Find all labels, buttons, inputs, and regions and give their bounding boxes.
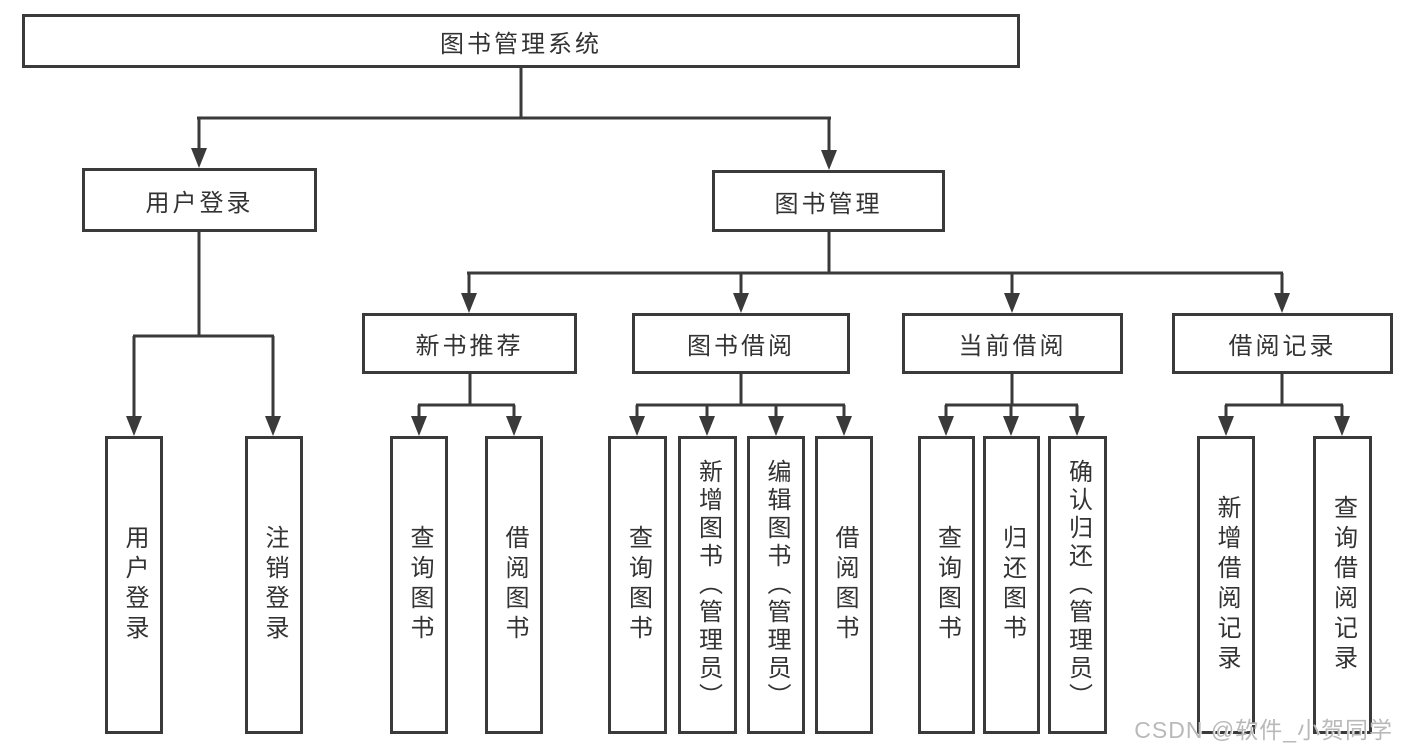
node-new-book-recommend-label: 新书推荐 <box>415 333 524 360</box>
csdn-watermark: CSDN @软件_小贺同学 <box>1134 717 1393 743</box>
node-current-borrowing: 当前借阅 <box>902 313 1123 374</box>
node-borrowing-records-label: 借阅记录 <box>1228 333 1337 360</box>
leaf-user-login: 用户登录 <box>105 436 163 734</box>
leaf-borrowing-borrow-books-label: 借阅图书 <box>831 525 858 645</box>
node-user-login-label: 用户登录 <box>145 189 254 217</box>
node-book-management-module: 图书管理 <box>712 170 945 232</box>
leaf-borrowing-add-books-admin: 新增图书（管理员） <box>678 436 737 734</box>
leaf-records-query-record: 查询借阅记录 <box>1313 436 1372 734</box>
node-book-borrowing-label: 图书借阅 <box>687 333 795 360</box>
leaf-current-query-books-label: 查询图书 <box>933 525 961 645</box>
leaf-recommend-borrow-books: 借阅图书 <box>485 436 543 734</box>
node-book-management-label: 图书管理 <box>774 190 883 218</box>
leaf-borrowing-edit-books-admin: 编辑图书（管理员） <box>747 436 805 734</box>
node-book-borrowing: 图书借阅 <box>632 313 850 374</box>
leaf-logout: 注销登录 <box>245 436 303 734</box>
leaf-current-return-books: 归还图书 <box>983 436 1040 734</box>
leaf-user-login-label: 用户登录 <box>121 525 148 645</box>
leaf-records-query-record-label: 查询借阅记录 <box>1329 495 1357 675</box>
leaf-borrowing-query-books: 查询图书 <box>608 436 667 734</box>
leaf-logout-label: 注销登录 <box>261 525 288 645</box>
node-new-book-recommend: 新书推荐 <box>362 313 577 374</box>
leaf-borrowing-add-books-admin-label: 新增图书（管理员） <box>694 459 722 711</box>
node-root-label: 图书管理系统 <box>440 30 602 58</box>
leaf-borrowing-borrow-books: 借阅图书 <box>815 436 873 734</box>
leaf-current-confirm-return-admin: 确认归还（管理员） <box>1048 436 1107 734</box>
leaf-records-add-record-label: 新增借阅记录 <box>1213 495 1240 675</box>
node-borrowing-records: 借阅记录 <box>1172 313 1393 374</box>
leaf-recommend-borrow-books-label: 借阅图书 <box>501 525 528 645</box>
leaf-current-return-books-label: 归还图书 <box>998 525 1026 645</box>
leaf-current-confirm-return-admin-label: 确认归还（管理员） <box>1064 459 1092 711</box>
node-user-login-module: 用户登录 <box>82 168 317 232</box>
leaf-borrowing-query-books-label: 查询图书 <box>624 525 652 645</box>
leaf-recommend-query-books-label: 查询图书 <box>406 525 433 645</box>
leaf-records-add-record: 新增借阅记录 <box>1197 436 1255 734</box>
node-root-system: 图书管理系统 <box>22 14 1020 68</box>
leaf-current-query-books: 查询图书 <box>918 436 975 734</box>
node-current-borrowing-label: 当前借阅 <box>958 333 1067 360</box>
leaf-borrowing-edit-books-admin-label: 编辑图书（管理员） <box>763 459 790 711</box>
leaf-recommend-query-books: 查询图书 <box>390 436 448 734</box>
